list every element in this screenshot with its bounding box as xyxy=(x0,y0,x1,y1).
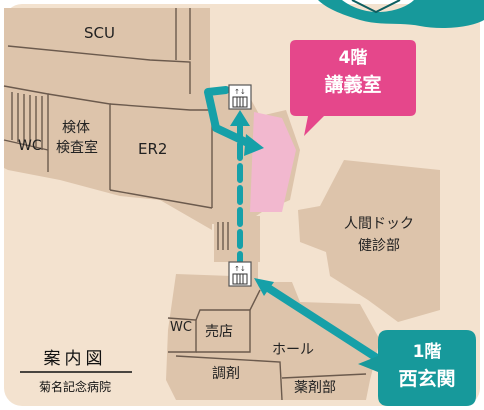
lecture-room-highlight xyxy=(250,112,296,212)
callout-lecture-floor: 4階 xyxy=(338,48,368,68)
room-label-lab-line1: 検体 xyxy=(62,120,90,136)
callout-lecture-room: 講義室 xyxy=(324,74,382,96)
room-label-dispensing: 調剤 xyxy=(212,366,240,382)
health-check-building xyxy=(298,160,440,322)
room-label-dock-line2: 健診部 xyxy=(358,238,400,254)
upper-building xyxy=(4,8,300,230)
route-entrance-walkway xyxy=(258,280,384,364)
route-path xyxy=(204,86,384,364)
mascot-outline xyxy=(351,0,401,14)
route-upper-walkway xyxy=(204,86,254,148)
room-label-scu: SCU xyxy=(84,24,115,42)
room-label-wc-upper: WC xyxy=(18,138,42,154)
elevator-icon: ↑↓ xyxy=(228,261,252,287)
connector-stairs xyxy=(217,222,229,250)
lower-building xyxy=(166,262,380,400)
room-label-pharmacy: 薬剤部 xyxy=(294,380,336,396)
legend-subtitle: 菊名記念病院 xyxy=(38,380,111,394)
upper-room-outlines xyxy=(3,8,213,209)
arrow-up xyxy=(230,110,250,126)
arrow-right xyxy=(244,134,264,156)
lecture-room-callout-shape xyxy=(290,40,416,136)
room-label-dock-line1: 人間ドック xyxy=(344,216,414,232)
room-label-wc-lower: WC xyxy=(170,320,192,335)
svg-text:↑↓: ↑↓ xyxy=(234,88,246,96)
entrance-callout-shape xyxy=(358,330,476,406)
legend-title: 案内図 xyxy=(43,349,107,369)
route-arrowheads xyxy=(230,110,274,296)
callout-entrance-name: 西玄関 xyxy=(398,368,456,390)
room-label-shop: 売店 xyxy=(205,324,233,340)
callout-entrance-floor: 1階 xyxy=(412,342,442,362)
elevator-icon: ↑↓ xyxy=(228,84,252,110)
room-label-er2: ER2 xyxy=(138,140,168,158)
mascot-figure xyxy=(318,0,484,28)
room-label-hall: ホール xyxy=(272,342,314,358)
arrow-entrance xyxy=(254,278,274,296)
lower-room-outlines xyxy=(167,289,367,401)
svg-text:↑↓: ↑↓ xyxy=(234,265,246,273)
room-label-lab-line2: 検査室 xyxy=(56,140,98,156)
